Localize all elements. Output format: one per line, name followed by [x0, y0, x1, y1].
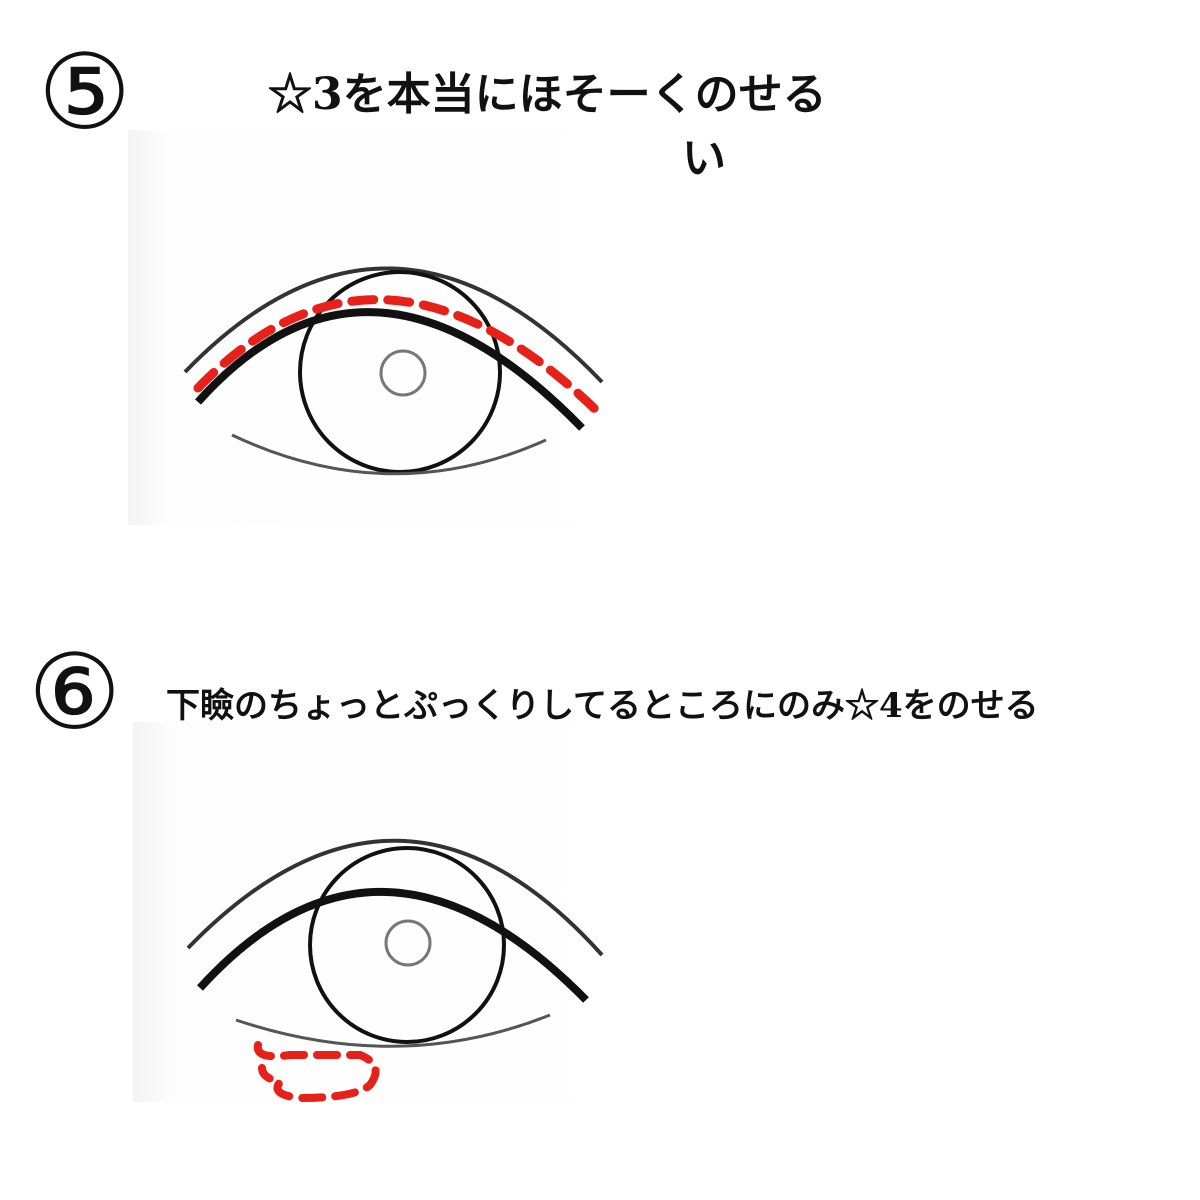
- eye-6: [186, 838, 604, 1103]
- red-guide-area: [253, 1041, 380, 1103]
- step-5-instruction: ☆3を本当にほそーくのせる: [268, 69, 827, 120]
- pupil: [379, 349, 427, 397]
- step-5-number: ⑤: [38, 31, 132, 153]
- eye-illustration-step-6: [133, 722, 675, 1102]
- iris: [308, 846, 506, 1044]
- upper-lash-line: [195, 308, 585, 431]
- upper-lash-line: [197, 887, 589, 1003]
- pupil: [384, 919, 432, 967]
- step-5-instruction-fragment: い: [682, 133, 726, 184]
- step-6-number: ⑥: [28, 631, 122, 753]
- step-6-instruction: 下瞼のちょっとぷっくりしてるところにのみ☆4をのせる: [166, 686, 1039, 726]
- eye-5: [183, 266, 604, 476]
- red-guide-line: [193, 295, 603, 417]
- lower-lash-line: [231, 433, 547, 476]
- lower-lash-line: [235, 1013, 551, 1048]
- eyelid-crease: [183, 266, 604, 384]
- eye-illustration-step-5: [128, 130, 670, 525]
- iris: [298, 270, 502, 474]
- eyelid-crease: [186, 838, 604, 957]
